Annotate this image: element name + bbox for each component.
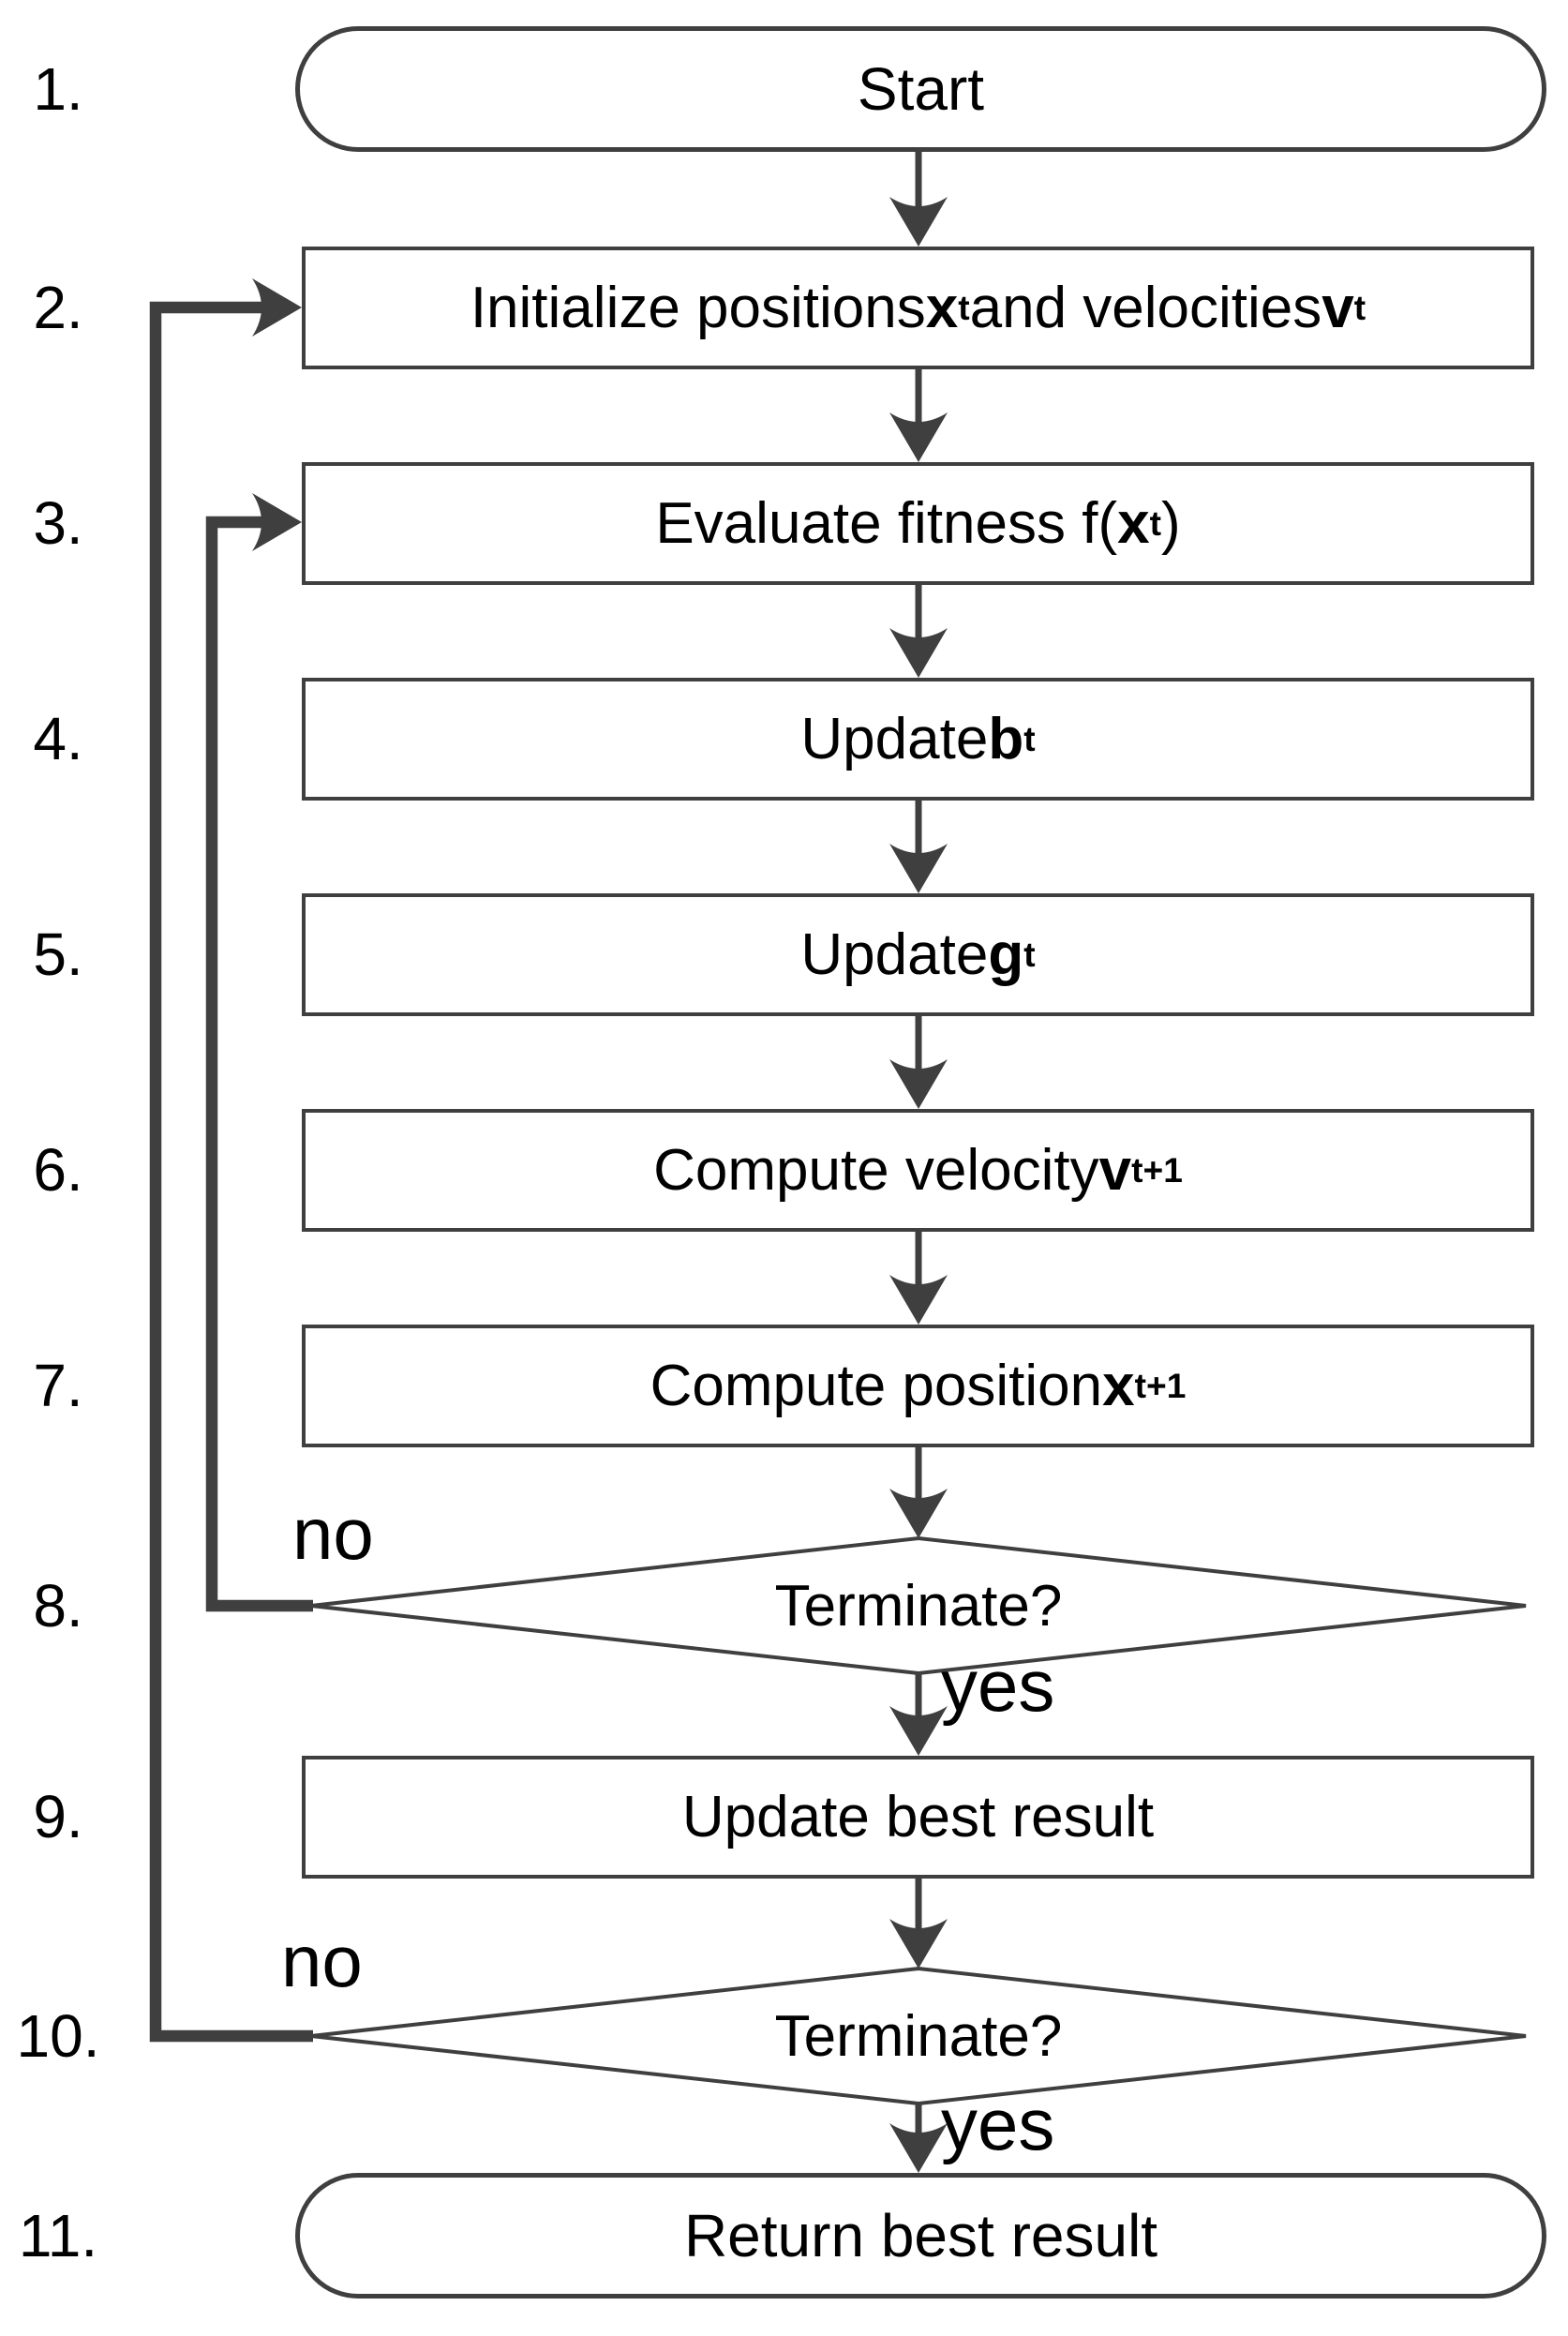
node-return-best-result: Return best result — [295, 2173, 1546, 2299]
flow-arrows — [889, 152, 948, 2173]
edge-label-yes-1: yes — [941, 1644, 1055, 1727]
decision-diamond-terminate-2 — [310, 1966, 1527, 2106]
step-number-8: 8. — [33, 1572, 83, 1640]
step-number-3: 3. — [33, 489, 83, 557]
node-update-best-result: Update best result — [302, 1756, 1534, 1879]
step-number-1: 1. — [33, 55, 83, 123]
step-number-11: 11. — [18, 2202, 98, 2269]
edge-label-yes-2: yes — [941, 2083, 1055, 2165]
step-number-2: 2. — [33, 274, 83, 341]
decision-diamond-terminate-1 — [310, 1535, 1527, 1676]
step-number-4: 4. — [33, 705, 83, 772]
step-number-9: 9. — [33, 1783, 83, 1850]
node-start: Start — [295, 26, 1546, 152]
label-terminate-1: Terminate? — [774, 1573, 1063, 1639]
step-number-7: 7. — [33, 1352, 83, 1419]
step-number-5: 5. — [33, 921, 83, 988]
label-terminate-2: Terminate? — [774, 2003, 1063, 2069]
step-number-10: 10. — [16, 2002, 100, 2070]
edge-label-no-2: no — [281, 1920, 363, 2002]
step-number-6: 6. — [33, 1136, 83, 1204]
loop-no-lines — [149, 278, 313, 2043]
edge-label-no-1: no — [292, 1492, 374, 1575]
